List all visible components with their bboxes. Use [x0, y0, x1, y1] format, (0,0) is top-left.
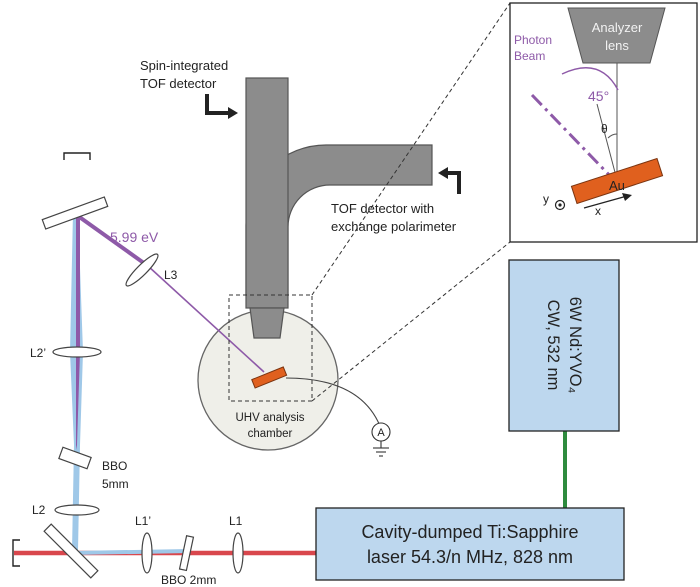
- dichroic-mirror: [43, 523, 99, 579]
- sample-au: [251, 366, 288, 389]
- end-mirror-top: [63, 152, 91, 160]
- theta-label: θ: [601, 122, 608, 136]
- lens-l3-label: L3: [164, 268, 178, 282]
- bbo-crystal-5mm: [58, 446, 92, 470]
- uv-beam-vertical: [76, 215, 80, 450]
- photon-energy-label: 5.99 eV: [110, 229, 159, 245]
- uhv-chamber-label-2: chamber: [248, 428, 293, 440]
- exchange-detector-label-1: TOF detector with: [331, 201, 434, 216]
- analyzer-lens-label-1: Analyzer: [592, 20, 643, 35]
- inset-x-label: x: [595, 204, 601, 218]
- photon-beam-label-1: Photon: [514, 33, 552, 47]
- exchange-detector-arrowhead: [438, 167, 448, 179]
- spin-detector-label-1: Spin-integrated: [140, 58, 228, 73]
- inset-photon-beam: [530, 93, 616, 182]
- bbo-5mm-label-1: BBO: [102, 459, 127, 473]
- pump-laser-label-2: CW, 532 nm: [544, 300, 562, 391]
- zoom-region-box: [228, 294, 313, 402]
- mirror-top: [41, 196, 109, 230]
- inset-y-axis-dot: [558, 203, 562, 207]
- lens-l1prime: [141, 532, 153, 574]
- zoom-line-top: [311, 2, 511, 296]
- exchange-detector-arrow: [446, 171, 461, 194]
- angle-45-label: 45°: [588, 88, 609, 104]
- lens-l2-label: L2: [32, 503, 46, 517]
- lens-l1prime-label: L1’: [135, 514, 151, 528]
- inset-y-label: y: [543, 192, 549, 206]
- analyzer-lens-label-2: lens: [605, 38, 629, 53]
- uhv-chamber-label-1: UHV analysis: [235, 412, 304, 424]
- pump-laser-box: [508, 259, 620, 432]
- lens-l2prime-label: L2’: [30, 346, 46, 360]
- lens-l1: [232, 532, 244, 574]
- end-mirror-left: [12, 539, 20, 567]
- lens-l3: [125, 253, 159, 287]
- ti-sapphire-label-1: Cavity-dumped Ti:Sapphire: [361, 522, 578, 542]
- bbo-5mm-label-2: 5mm: [102, 477, 129, 491]
- lens-l2prime: [52, 346, 102, 358]
- pump-laser-label-1: 6W Nd:YVO₄: [566, 297, 584, 394]
- inset-au-label: Au: [609, 178, 625, 193]
- detector-nozzle: [249, 307, 285, 339]
- inset-theta-arc: [607, 133, 618, 139]
- spin-detector-arrow: [205, 94, 230, 115]
- bbo-2mm-label: BBO 2mm: [161, 573, 216, 587]
- lens-l1-label: L1: [229, 514, 243, 528]
- spin-detector-arrowhead: [228, 107, 238, 119]
- uv-beam-to-l3: [76, 214, 150, 268]
- spin-integrated-detector: [245, 77, 289, 309]
- ti-sapphire-label-2: laser 54.3/n MHz, 828 nm: [367, 547, 573, 567]
- analyzer-lens: [567, 7, 666, 64]
- inset-45-arc: [561, 67, 619, 91]
- uv-beam-to-sample: [147, 265, 265, 373]
- lens-l2: [54, 504, 100, 516]
- inset-x-axis-arrowhead: [622, 193, 632, 201]
- spin-detector-label-2: TOF detector: [140, 76, 217, 91]
- zoom-line-bottom: [311, 241, 511, 402]
- exchange-detector-label-2: exchange polarimeter: [331, 219, 457, 234]
- ammeter-wire: [285, 377, 381, 427]
- ti-sapphire-laser-box: [315, 507, 625, 581]
- inset-tilted-normal: [596, 103, 618, 181]
- bbo-crystal-2mm: [178, 535, 195, 572]
- blue-beam-horizontal: [72, 549, 190, 555]
- photon-beam-label-2: Beam: [514, 49, 545, 63]
- ammeter-label: A: [377, 427, 385, 439]
- inset-sample-au: [570, 157, 664, 205]
- inset-x-axis-arrow: [583, 195, 628, 209]
